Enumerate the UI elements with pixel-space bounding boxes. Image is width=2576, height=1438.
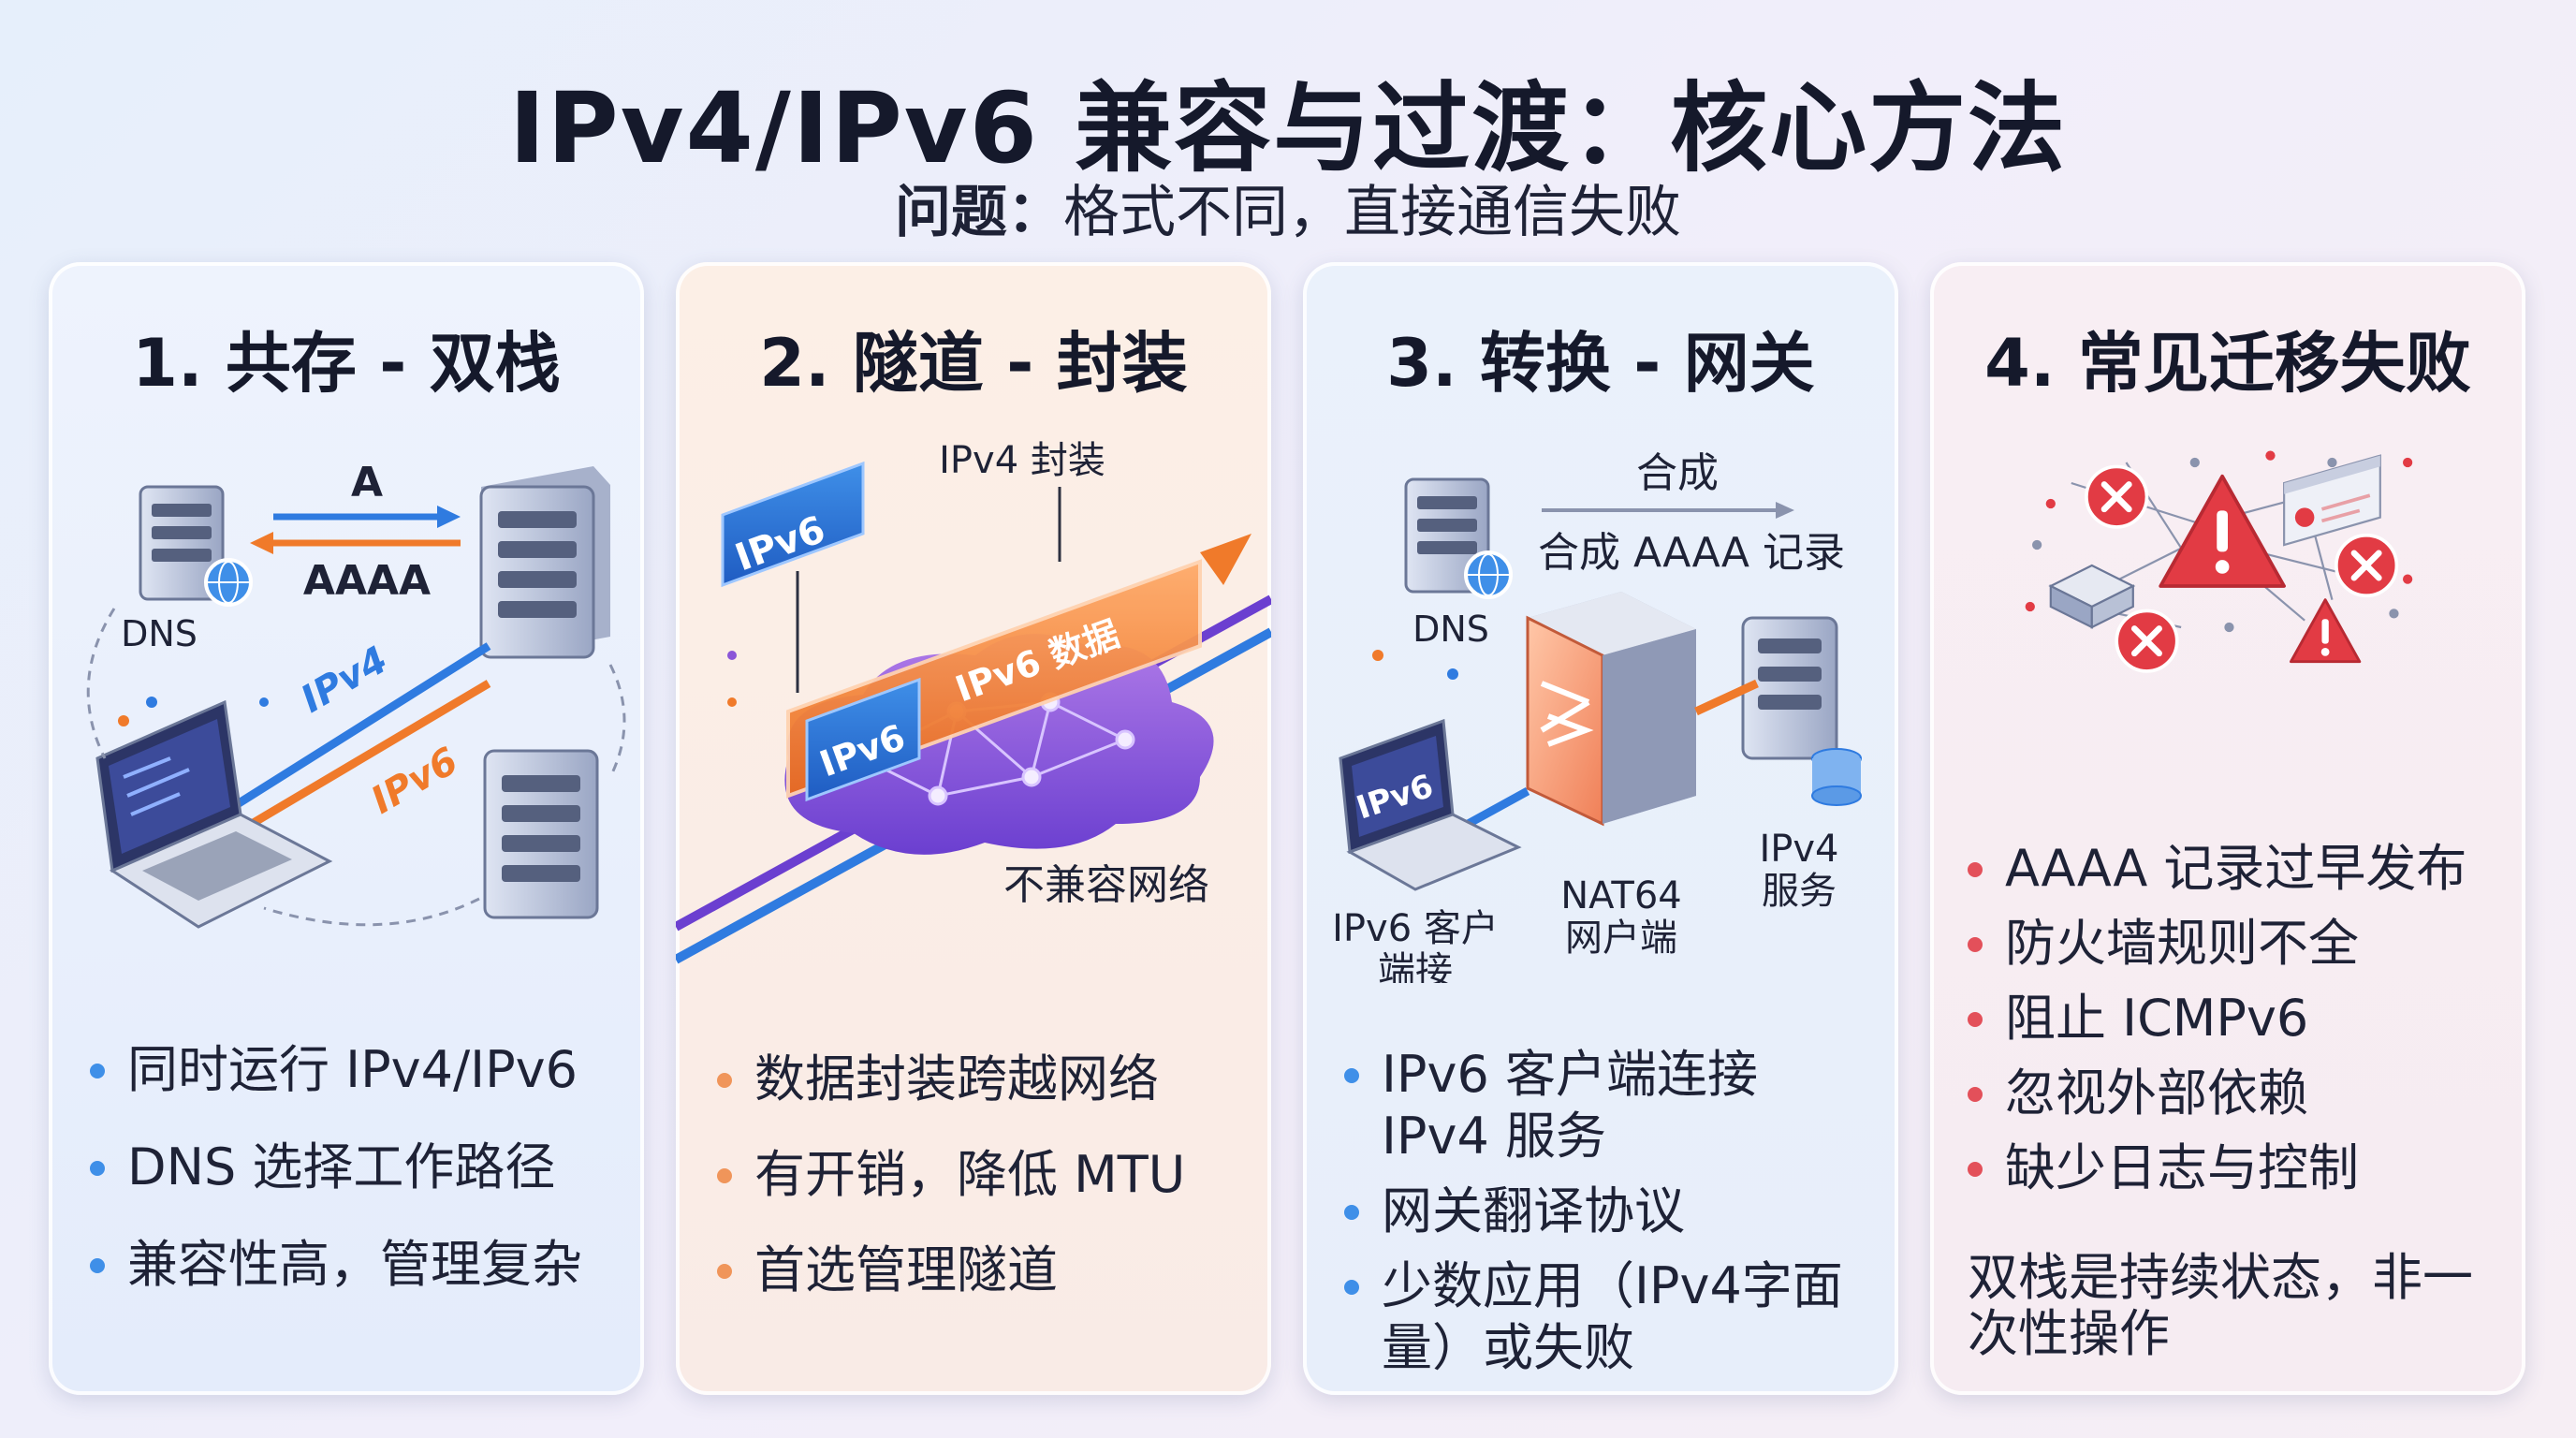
client-label-line1: IPv6 客户 <box>1332 907 1499 950</box>
list-item: 网关翻译协议 <box>1340 1181 1880 1242</box>
page-title: IPv4/IPv6 兼容与过渡：核心方法 <box>508 71 2068 185</box>
list-item: 缺少日志与控制 <box>1964 1137 2507 1199</box>
list-item: 同时运行 IPv4/IPv6 <box>86 1039 625 1101</box>
subtitle-label: 问题： <box>895 180 1063 245</box>
close-icon <box>2334 533 2399 598</box>
list-item: 有开销，降低 MTU <box>713 1144 1252 1206</box>
ipv6-server-icon <box>483 749 599 919</box>
sparkle-dot <box>146 697 157 708</box>
close-icon <box>2085 464 2149 529</box>
network-label: 不兼容网络 <box>1003 861 1209 909</box>
ipv4-path <box>233 642 491 809</box>
panel-title: 3. 转换 - 网关 <box>1386 325 1815 402</box>
panel-title: 2. 隧道 - 封装 <box>759 325 1188 402</box>
bullet-list: AAAA 记录过早发布 防火墙规则不全 阻止 ICMPv6 忽视外部依赖 缺少日… <box>1964 838 2507 1212</box>
failure-illustration <box>2025 450 2413 673</box>
aaaa-record-label: AAAA <box>303 557 431 605</box>
dns-lookup-arrow <box>86 608 116 759</box>
aaaa-arrow-head <box>250 532 273 554</box>
dual-stack-illustration: DNS A AAAA IPv4 IPv6 <box>86 459 626 929</box>
panel-dual-stack: 1. 共存 - 双栈 DNS A AAAA <box>49 262 644 1395</box>
panel-translation: 3. 转换 - 网关 DNS 合成 合成 AAAA 记录 <box>1303 262 1898 1395</box>
ipv6-path <box>233 680 491 837</box>
sparkle-dot <box>1447 668 1458 680</box>
laptop-icon <box>95 699 333 929</box>
error-window-icon <box>2283 454 2381 547</box>
list-item: IPv6 客户端连接 IPv4 服务 <box>1340 1044 1880 1167</box>
client-label-line2: 端接 <box>1378 949 1453 983</box>
service-label-line1: IPv4 <box>1759 828 1838 871</box>
ipv4-server-icon <box>479 466 610 659</box>
ipv4-link <box>1694 679 1759 716</box>
alert-dots <box>2025 450 2413 612</box>
list-item: DNS 选择工作路径 <box>86 1137 625 1198</box>
ipv4-path-label: IPv4 <box>294 638 395 722</box>
sparkle-dot <box>727 697 737 707</box>
list-item: 首选管理隧道 <box>713 1240 1252 1301</box>
sparkle-dot <box>1372 650 1383 661</box>
ipv6-packet-icon <box>721 461 865 588</box>
list-item: 数据封装跨越网络 <box>713 1049 1252 1110</box>
sparkle-dot <box>118 715 129 726</box>
bullet-list: IPv6 客户端连接 IPv4 服务 网关翻译协议 少数应用（IPv4字面量）或… <box>1340 1044 1880 1392</box>
a-record-label: A <box>351 459 383 506</box>
list-item: 少数应用（IPv4字面量）或失败 <box>1340 1255 1880 1379</box>
laptop-icon <box>1339 718 1522 891</box>
panel-title: 1. 共存 - 双栈 <box>132 325 561 402</box>
synth-arrow-head <box>1776 502 1794 519</box>
sparkle-dot <box>727 651 737 660</box>
list-item: AAAA 记录过早发布 <box>1964 838 2507 900</box>
ipv4-encapsulation-capsule <box>786 559 1202 802</box>
nat64-label-line2: 网户端 <box>1565 917 1677 960</box>
panel-migration-failures: 4. 常见迁移失败 <box>1930 262 2525 1395</box>
list-item: 阻止 ICMPv6 <box>1964 988 2507 1049</box>
list-item: 防火墙规则不全 <box>1964 913 2507 975</box>
dns-server-icon <box>139 485 225 601</box>
a-arrow-head <box>437 506 461 528</box>
sparkle-dot <box>259 697 269 707</box>
ipv4-server-icon <box>1741 616 1862 806</box>
nat64-label-line1: NAT64 <box>1560 874 1682 917</box>
warning-icon <box>2159 474 2286 588</box>
list-item: 忽视外部依赖 <box>1964 1063 2507 1124</box>
synth-label: 合成 <box>1636 449 1719 497</box>
direction-arrow <box>1200 534 1251 585</box>
tunnel-illustration: IPv6 IPv6 数据 IPv6 IPv4 封装 不兼容网络 <box>676 439 1271 964</box>
globe-icon <box>204 558 253 607</box>
ipv4-encap-label: IPv4 封装 <box>939 439 1105 482</box>
page-subtitle: 问题：格式不同，直接通信失败 <box>0 167 2576 248</box>
subtitle-text: 格式不同，直接通信失败 <box>1063 180 1681 245</box>
dns-label: DNS <box>121 613 198 654</box>
panel-tunnel: 2. 隧道 - 封装 IPv6 IPv6 数据 <box>676 262 1271 1395</box>
globe-icon <box>1464 550 1513 599</box>
bullet-list: 同时运行 IPv4/IPv6 DNS 选择工作路径 兼容性高，管理复杂 <box>86 1039 625 1331</box>
nat64-gateway-icon <box>1526 592 1696 827</box>
dns-label: DNS <box>1412 609 1489 650</box>
network-nodes <box>2032 457 2399 633</box>
summary-note: 双栈是持续状态，非一次性操作 <box>1968 1248 2473 1363</box>
bullet-list: 数据封装跨越网络 有开销，降低 MTU 首选管理隧道 <box>713 1049 1252 1335</box>
service-label-line2: 服务 <box>1762 870 1837 913</box>
panel-title: 4. 常见迁移失败 <box>1984 325 2471 402</box>
close-icon <box>2115 609 2179 673</box>
synth-aaaa-label: 合成 AAAA 记录 <box>1538 529 1845 577</box>
router-icon <box>2048 564 2136 629</box>
warning-icon <box>2290 598 2362 664</box>
side-arrow <box>608 664 626 778</box>
list-item: 兼容性高，管理复杂 <box>86 1234 625 1296</box>
return-arrow <box>263 897 480 927</box>
nat64-illustration: DNS 合成 合成 AAAA 记录 <box>1332 449 1862 983</box>
